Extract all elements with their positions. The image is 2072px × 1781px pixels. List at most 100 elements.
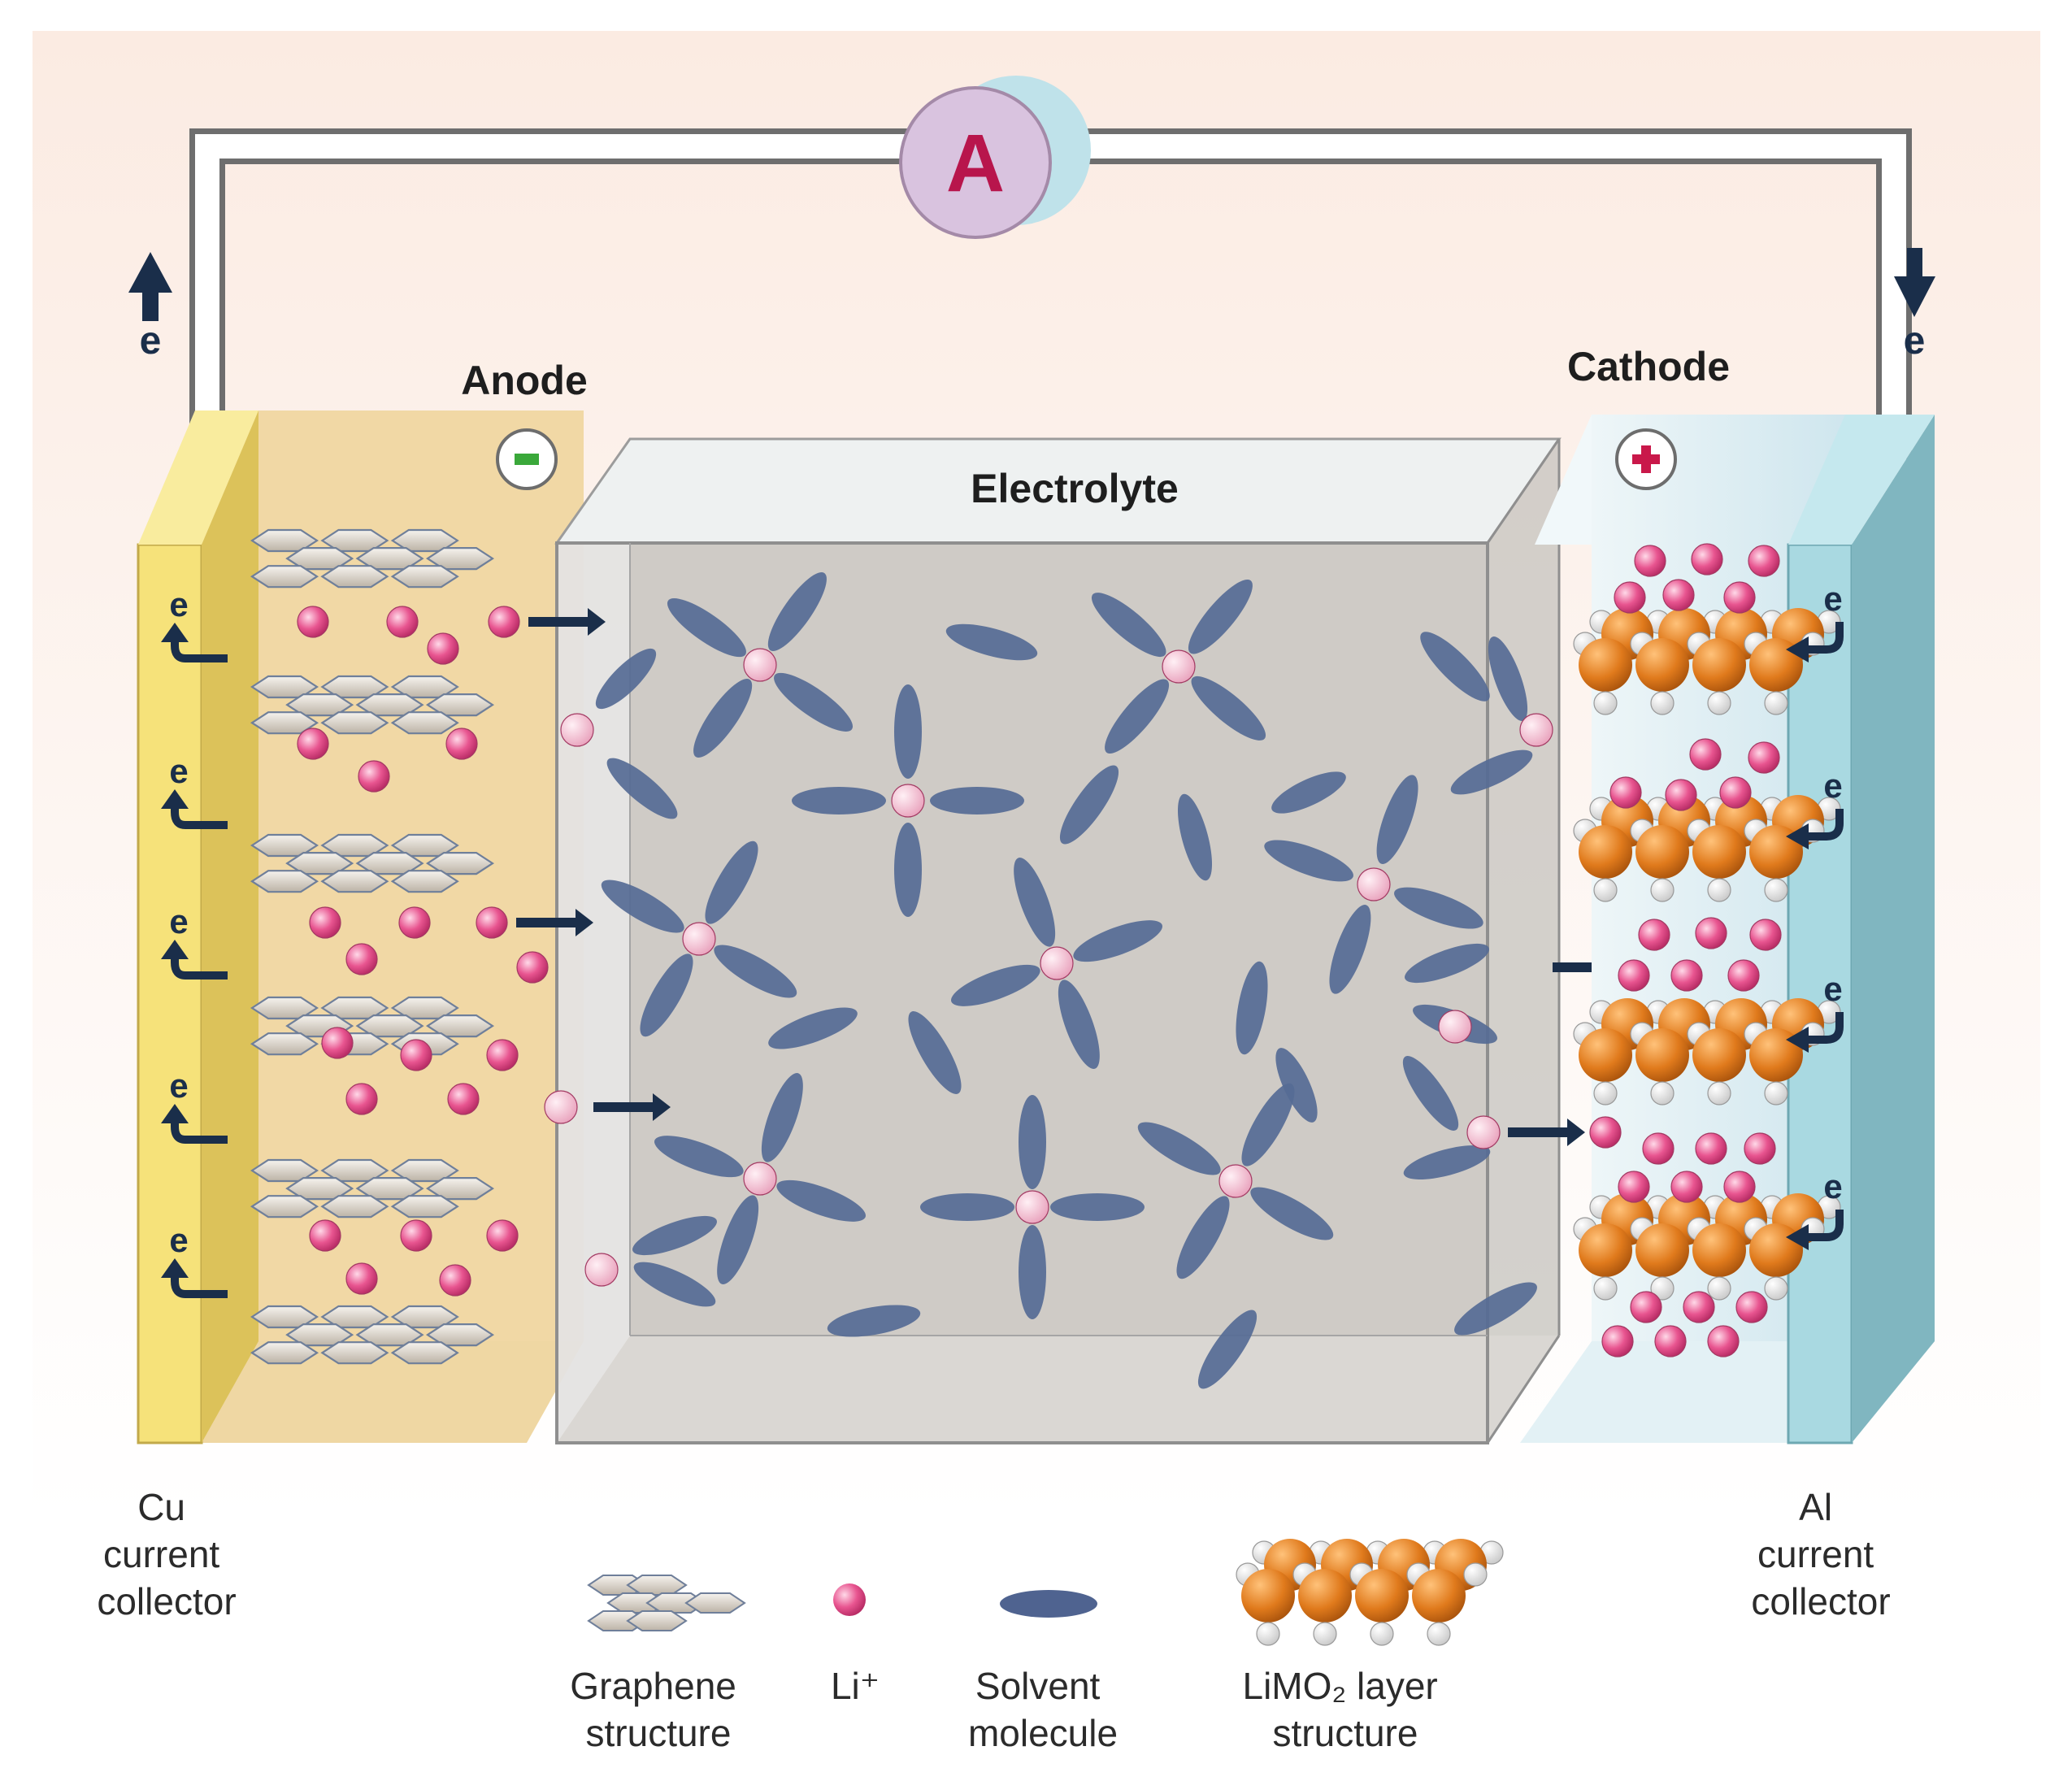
electron-arrow-head — [161, 789, 189, 809]
metal-atom — [1635, 638, 1689, 692]
metal-atom — [1692, 825, 1746, 879]
solvent-molecule — [1376, 775, 1418, 864]
lithium-ion — [345, 943, 378, 975]
lithium-ion — [427, 632, 459, 665]
lithium-ion — [486, 1039, 519, 1071]
ion-migration-arrows — [516, 608, 1630, 1146]
lithium-ion — [488, 606, 520, 638]
lithium-ion — [309, 906, 341, 939]
lithium-ion — [400, 1219, 432, 1252]
graphene-hexagon — [684, 1592, 746, 1614]
lithium-ion — [1218, 1164, 1253, 1198]
graphene-hexagon — [626, 1575, 688, 1596]
lithium-ion — [1609, 776, 1642, 809]
lithium-ion — [1638, 919, 1670, 951]
lithium-ion — [1618, 959, 1650, 992]
lithium-ion — [1707, 1325, 1740, 1357]
graphene-hexagon — [250, 1158, 319, 1183]
metal-atom — [1692, 1028, 1746, 1082]
lithium-ion — [1601, 1325, 1634, 1357]
oxygen-atom — [1650, 691, 1675, 715]
lithium-ion — [1719, 776, 1752, 809]
oxygen-atom — [1593, 1081, 1618, 1106]
solvent-molecule — [1019, 1095, 1046, 1189]
oxygen-atom — [1593, 691, 1618, 715]
solvent-molecule — [606, 758, 678, 819]
solvent-molecule — [640, 953, 693, 1037]
oxygen-atom — [1256, 1622, 1280, 1646]
solvent-molecule — [1454, 1282, 1537, 1336]
metal-atom — [1579, 638, 1632, 692]
graphene-hexagon — [250, 833, 319, 858]
solvent-molecule — [1191, 675, 1266, 741]
lithium-ion — [1466, 1115, 1501, 1149]
graphene-hexagon — [320, 711, 389, 735]
lithium-ion — [1744, 1132, 1776, 1165]
graphene-layers — [250, 528, 495, 1365]
legend-text-line: molecule — [968, 1712, 1118, 1754]
electron-label: e — [169, 902, 188, 940]
graphene-hexagon — [320, 1195, 389, 1218]
lithium-ion — [1723, 581, 1756, 614]
electron-label: e — [140, 319, 162, 363]
solvent-molecule — [1405, 943, 1489, 984]
solvent-molecules — [595, 571, 1537, 1389]
lithium-ion — [297, 606, 329, 638]
metal-atom — [1635, 825, 1689, 879]
solvent-molecule — [767, 571, 827, 651]
oxygen-atom — [1707, 1081, 1731, 1106]
legend-text-line: structure — [586, 1712, 732, 1754]
solvent-molecule — [1177, 793, 1213, 881]
lithium-ion — [486, 1219, 519, 1252]
electron-label: e — [169, 1221, 188, 1259]
graphene-hexagon — [390, 1195, 459, 1218]
solvent-molecule — [1488, 636, 1528, 721]
graphene-structure-icon — [587, 1575, 746, 1631]
solvent-molecule — [1105, 679, 1170, 754]
solvent-molecule — [693, 679, 753, 758]
legend-li-label: Li⁺ — [831, 1665, 880, 1707]
electron-arrow — [171, 806, 228, 829]
oxygen-atom — [1707, 691, 1731, 715]
oxygen-atom — [1313, 1622, 1337, 1646]
graphene-hexagon — [250, 1195, 319, 1218]
oxygen-atom — [1593, 878, 1618, 902]
graphene-hexagon — [250, 675, 319, 699]
solvent-molecule — [827, 1305, 921, 1337]
graphene-hexagon — [250, 996, 319, 1020]
graphene-hexagon — [250, 1341, 319, 1365]
metal-atom — [1579, 825, 1632, 879]
cu-collector-label-line: Cu — [137, 1486, 185, 1528]
electron-arrow — [171, 956, 228, 980]
electron-arrow — [1801, 622, 1844, 654]
metal-atom — [1412, 1569, 1466, 1622]
electron-label: e — [1823, 580, 1842, 618]
solvent-molecule — [1014, 858, 1056, 947]
electron-label: e — [1823, 1167, 1842, 1205]
lithium-ion — [1695, 1132, 1727, 1165]
anode-negative-sign — [496, 428, 558, 490]
lithium-ion — [544, 1090, 578, 1124]
lithium-ion — [321, 1027, 354, 1059]
solvent-molecule — [1329, 905, 1371, 994]
graphene-hexagon — [390, 1341, 459, 1365]
migration-arrow — [516, 909, 593, 936]
electron-arrow — [171, 1120, 228, 1144]
solvent-molecule — [1394, 887, 1483, 929]
solvent-molecule — [920, 1193, 1014, 1221]
electron-arrow-head — [1786, 1027, 1809, 1053]
electrolyte-lithium-ions — [544, 648, 1553, 1287]
anode-label: Anode — [461, 358, 588, 403]
metal-atom — [1355, 1569, 1409, 1622]
graphene-hexagon — [250, 1032, 319, 1056]
lithium-ion — [1748, 545, 1780, 577]
solvent-molecule — [1275, 1048, 1318, 1123]
lithium-ion — [1665, 779, 1697, 811]
solvent-molecule — [792, 787, 886, 814]
lithium-ion — [743, 648, 777, 682]
solvent-molecule — [705, 841, 758, 924]
graphene-hexagon — [320, 1341, 389, 1365]
lithium-ion — [309, 1219, 341, 1252]
